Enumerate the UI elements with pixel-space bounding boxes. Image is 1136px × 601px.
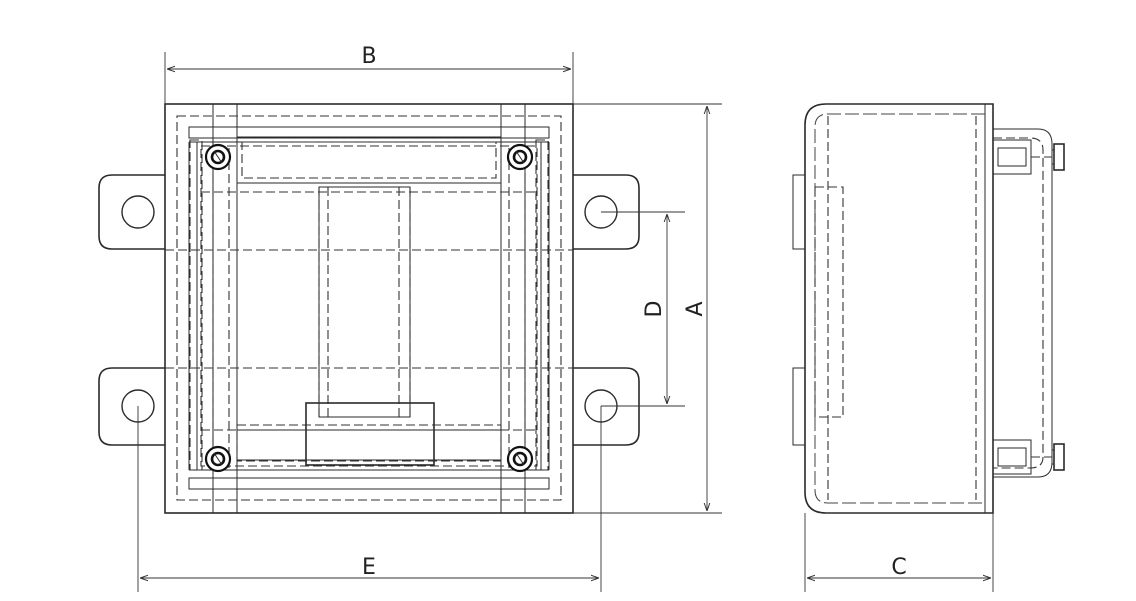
din-rail [318,186,411,418]
dimension-label-b: B [361,44,376,69]
mounting-ear-bottom-left [98,367,165,446]
dimension-label-d: D [642,301,667,318]
dimension-a: A [573,103,722,514]
enclosure-front-outline [164,103,574,514]
dimension-c: C [804,513,994,592]
mounting-ear-top-left [98,174,165,250]
dimension-label-a: A [683,301,708,316]
enclosure-side-outline [804,103,994,514]
dimension-b: B [164,44,574,104]
screw-icon [506,445,534,473]
label-plate [305,402,435,466]
hinge-assembly [992,128,1065,478]
top-bracket [236,136,502,184]
dimension-label-e: E [362,555,376,580]
front-view [98,103,640,514]
screw-icon [204,445,232,473]
mount-hole-icon [121,195,155,229]
screw-icon [204,143,232,171]
dimension-e: E [137,406,602,592]
side-mount-ear [792,174,806,250]
side-view [792,103,1065,514]
dimension-label-c: C [891,555,906,580]
mounting-ear-bottom-right [573,367,640,446]
screw-icon [506,143,534,171]
dimension-d: D [601,211,685,407]
side-mount-ear [792,367,806,446]
